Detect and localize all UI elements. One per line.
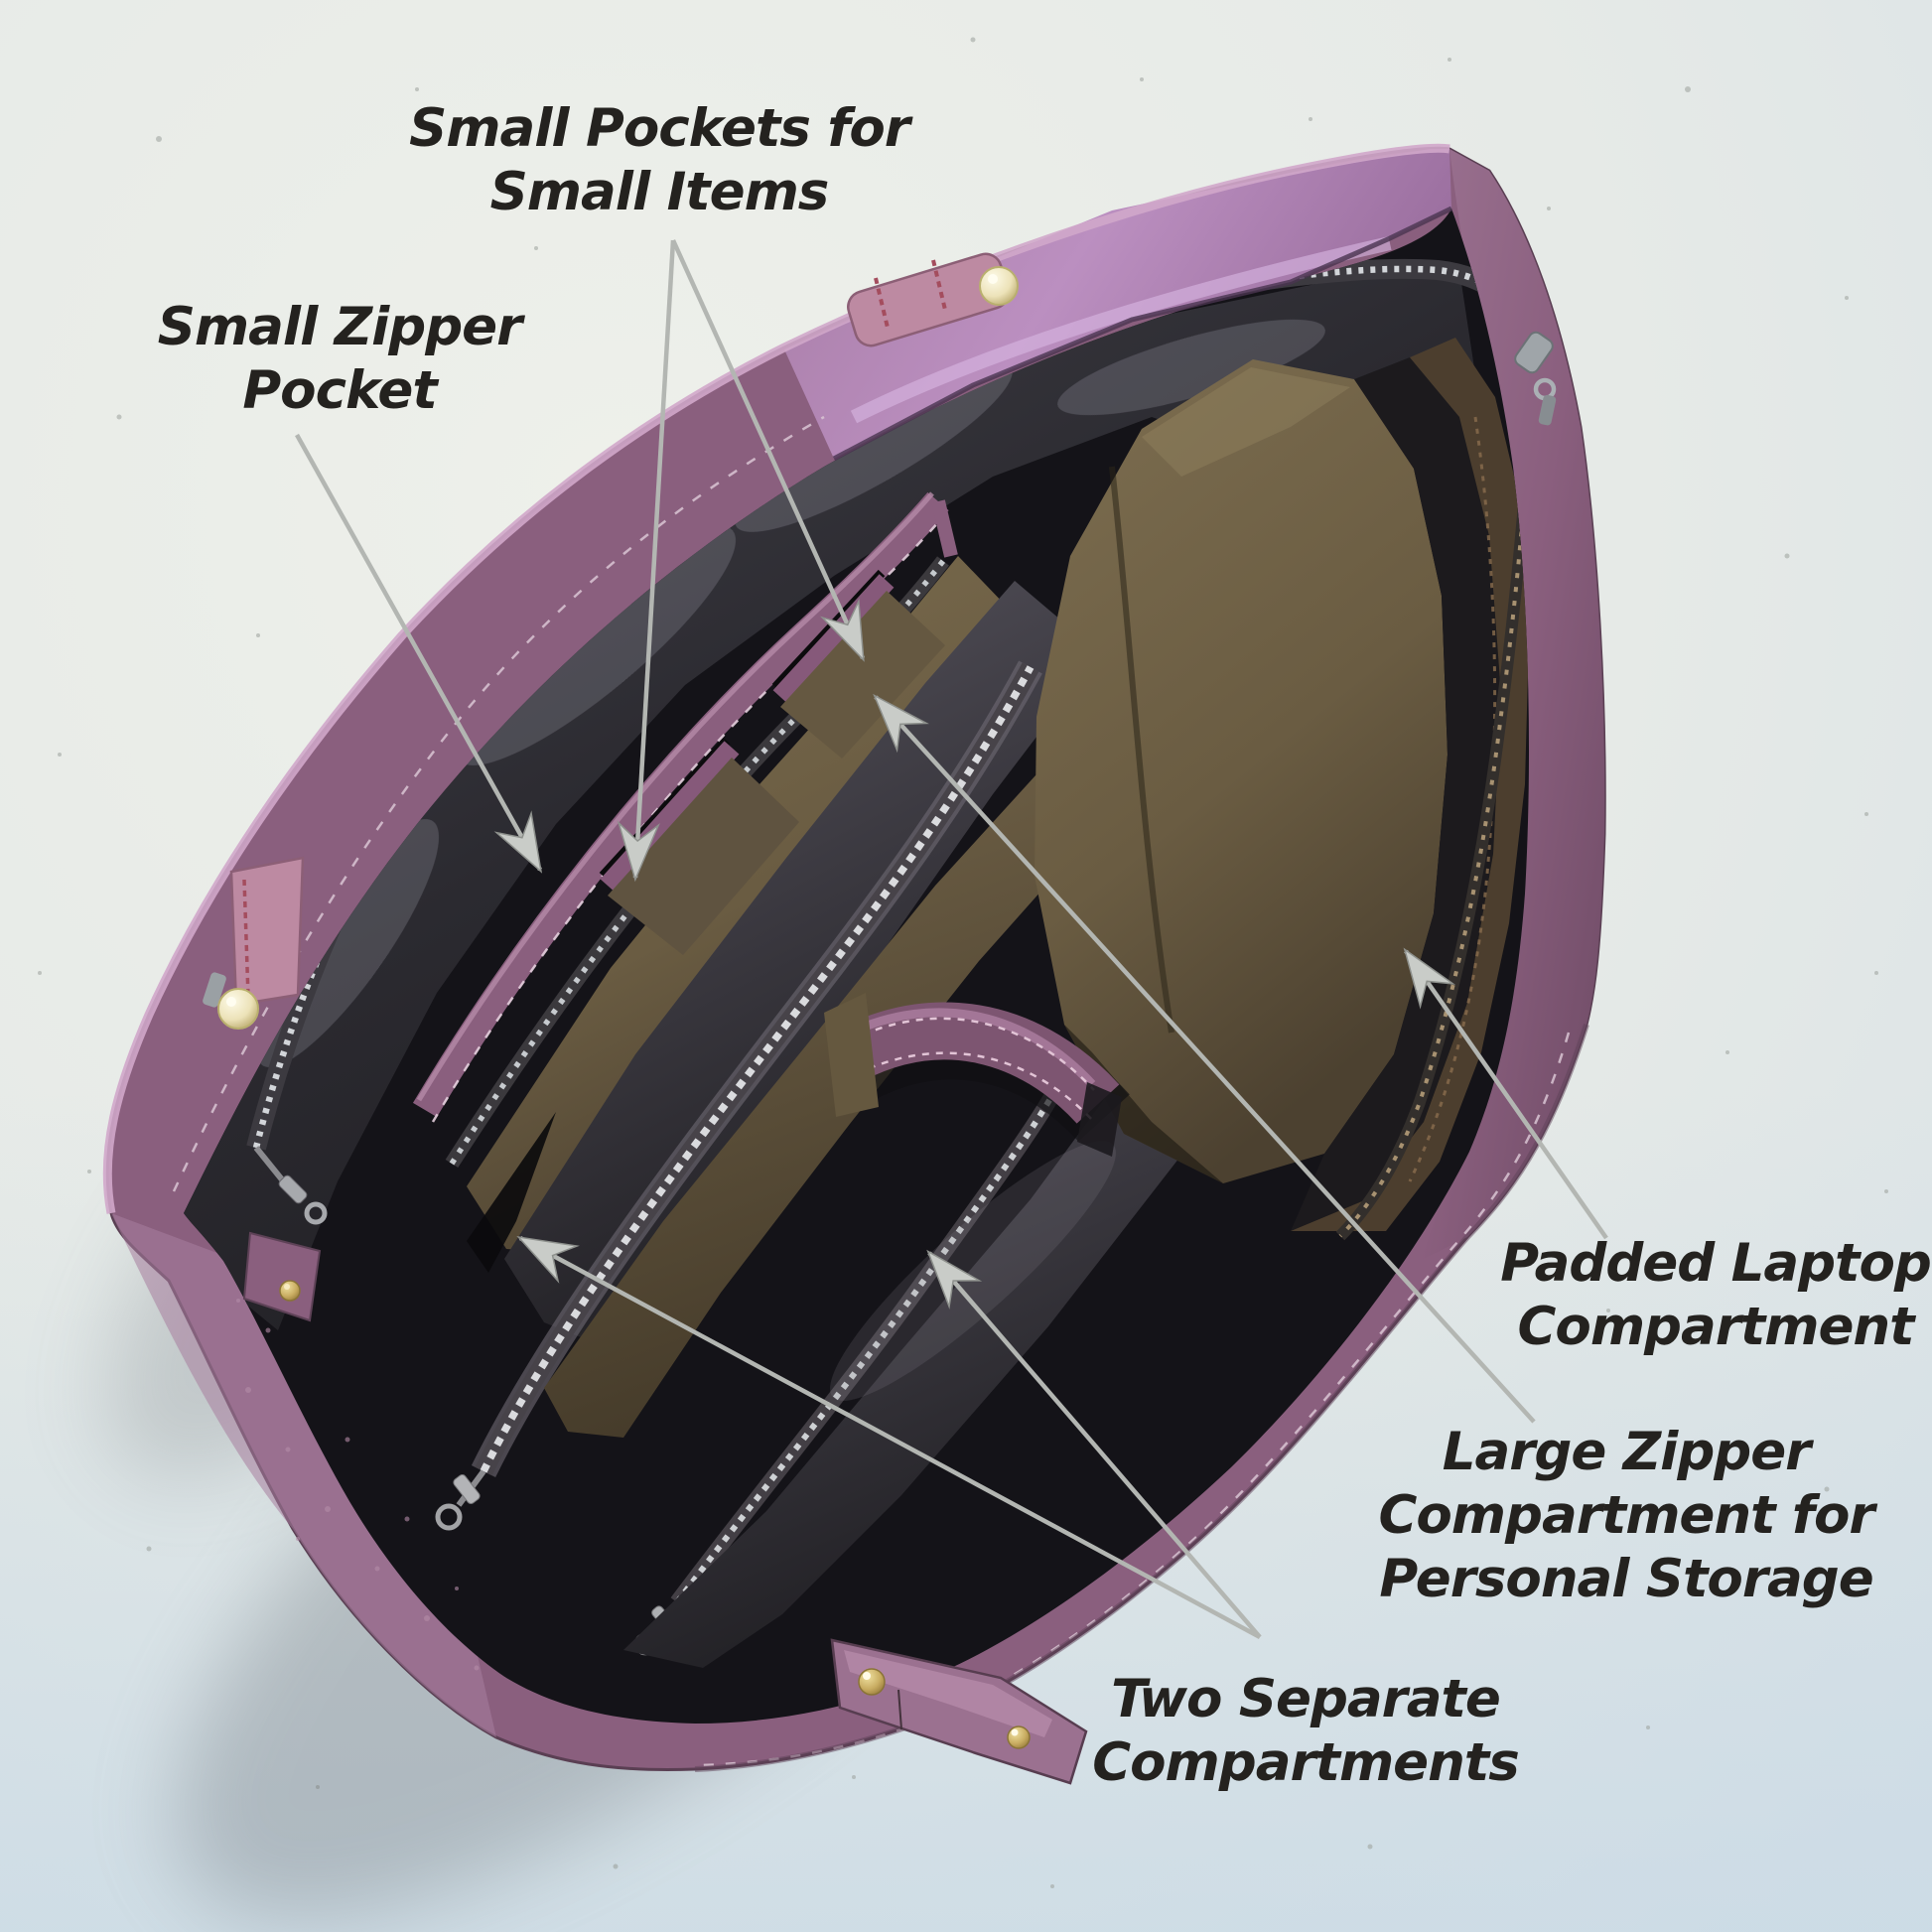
zipper-slider: [1514, 331, 1557, 426]
handle-anchor-tab: [847, 252, 1019, 347]
arrow-small-zipper-pocket: [295, 433, 543, 874]
right-flap: [1420, 149, 1605, 1261]
background-speckles: [38, 37, 1888, 1888]
arrow-large-zipper: [873, 693, 1536, 1424]
bottom-strap-clasp: [830, 1638, 1088, 1785]
label-line: Compartment for: [1378, 1485, 1874, 1546]
label-two-separate: Two Separate Compartments: [1092, 1668, 1519, 1795]
label-padded-laptop: Padded Laptop Compartment: [1500, 1232, 1932, 1359]
label-line: Small Pockets for: [409, 98, 910, 159]
label-small-zipper-pocket: Small Zipper Pocket: [157, 296, 523, 423]
top-rim-lavender: [784, 149, 1451, 459]
bag-rim: [102, 143, 1589, 1772]
label-line: Small Items: [489, 162, 830, 222]
label-large-zipper: Large Zipper Compartment for Personal St…: [1378, 1421, 1874, 1611]
label-small-pockets: Small Pockets for Small Items: [409, 97, 910, 224]
annotation-arrows: [295, 239, 1608, 1639]
label-line: Personal Storage: [1379, 1549, 1873, 1609]
middle-compartment-lining: [544, 774, 1090, 1438]
arrow-padded-laptop: [1403, 947, 1608, 1240]
compartment-divider-wall: [504, 581, 1100, 1352]
arrow-small-pockets-left: [617, 239, 676, 883]
grab-handle: [824, 993, 1130, 1157]
rim-highlight: [102, 143, 1450, 1214]
label-line: Large Zipper: [1442, 1422, 1812, 1482]
label-line: Compartments: [1092, 1732, 1519, 1793]
pebble-texture: [236, 1299, 480, 1671]
hardware: [203, 252, 1557, 1785]
arrow-two-separate-left: [516, 1235, 1262, 1639]
arrow-small-pockets-right: [670, 239, 866, 662]
bottom-left-clasp: [242, 1231, 322, 1322]
label-line: Pocket: [242, 360, 437, 421]
left-strap-tab: [203, 856, 305, 1030]
arrow-two-separate-right: [926, 1249, 1262, 1639]
label-line: Padded Laptop: [1500, 1233, 1932, 1294]
label-line: Compartment: [1517, 1297, 1915, 1357]
label-line: Small Zipper: [157, 297, 523, 357]
pebbled-corner: [111, 1213, 496, 1737]
back-wall-lining: [184, 270, 1489, 1330]
label-line: Two Separate: [1111, 1669, 1501, 1729]
